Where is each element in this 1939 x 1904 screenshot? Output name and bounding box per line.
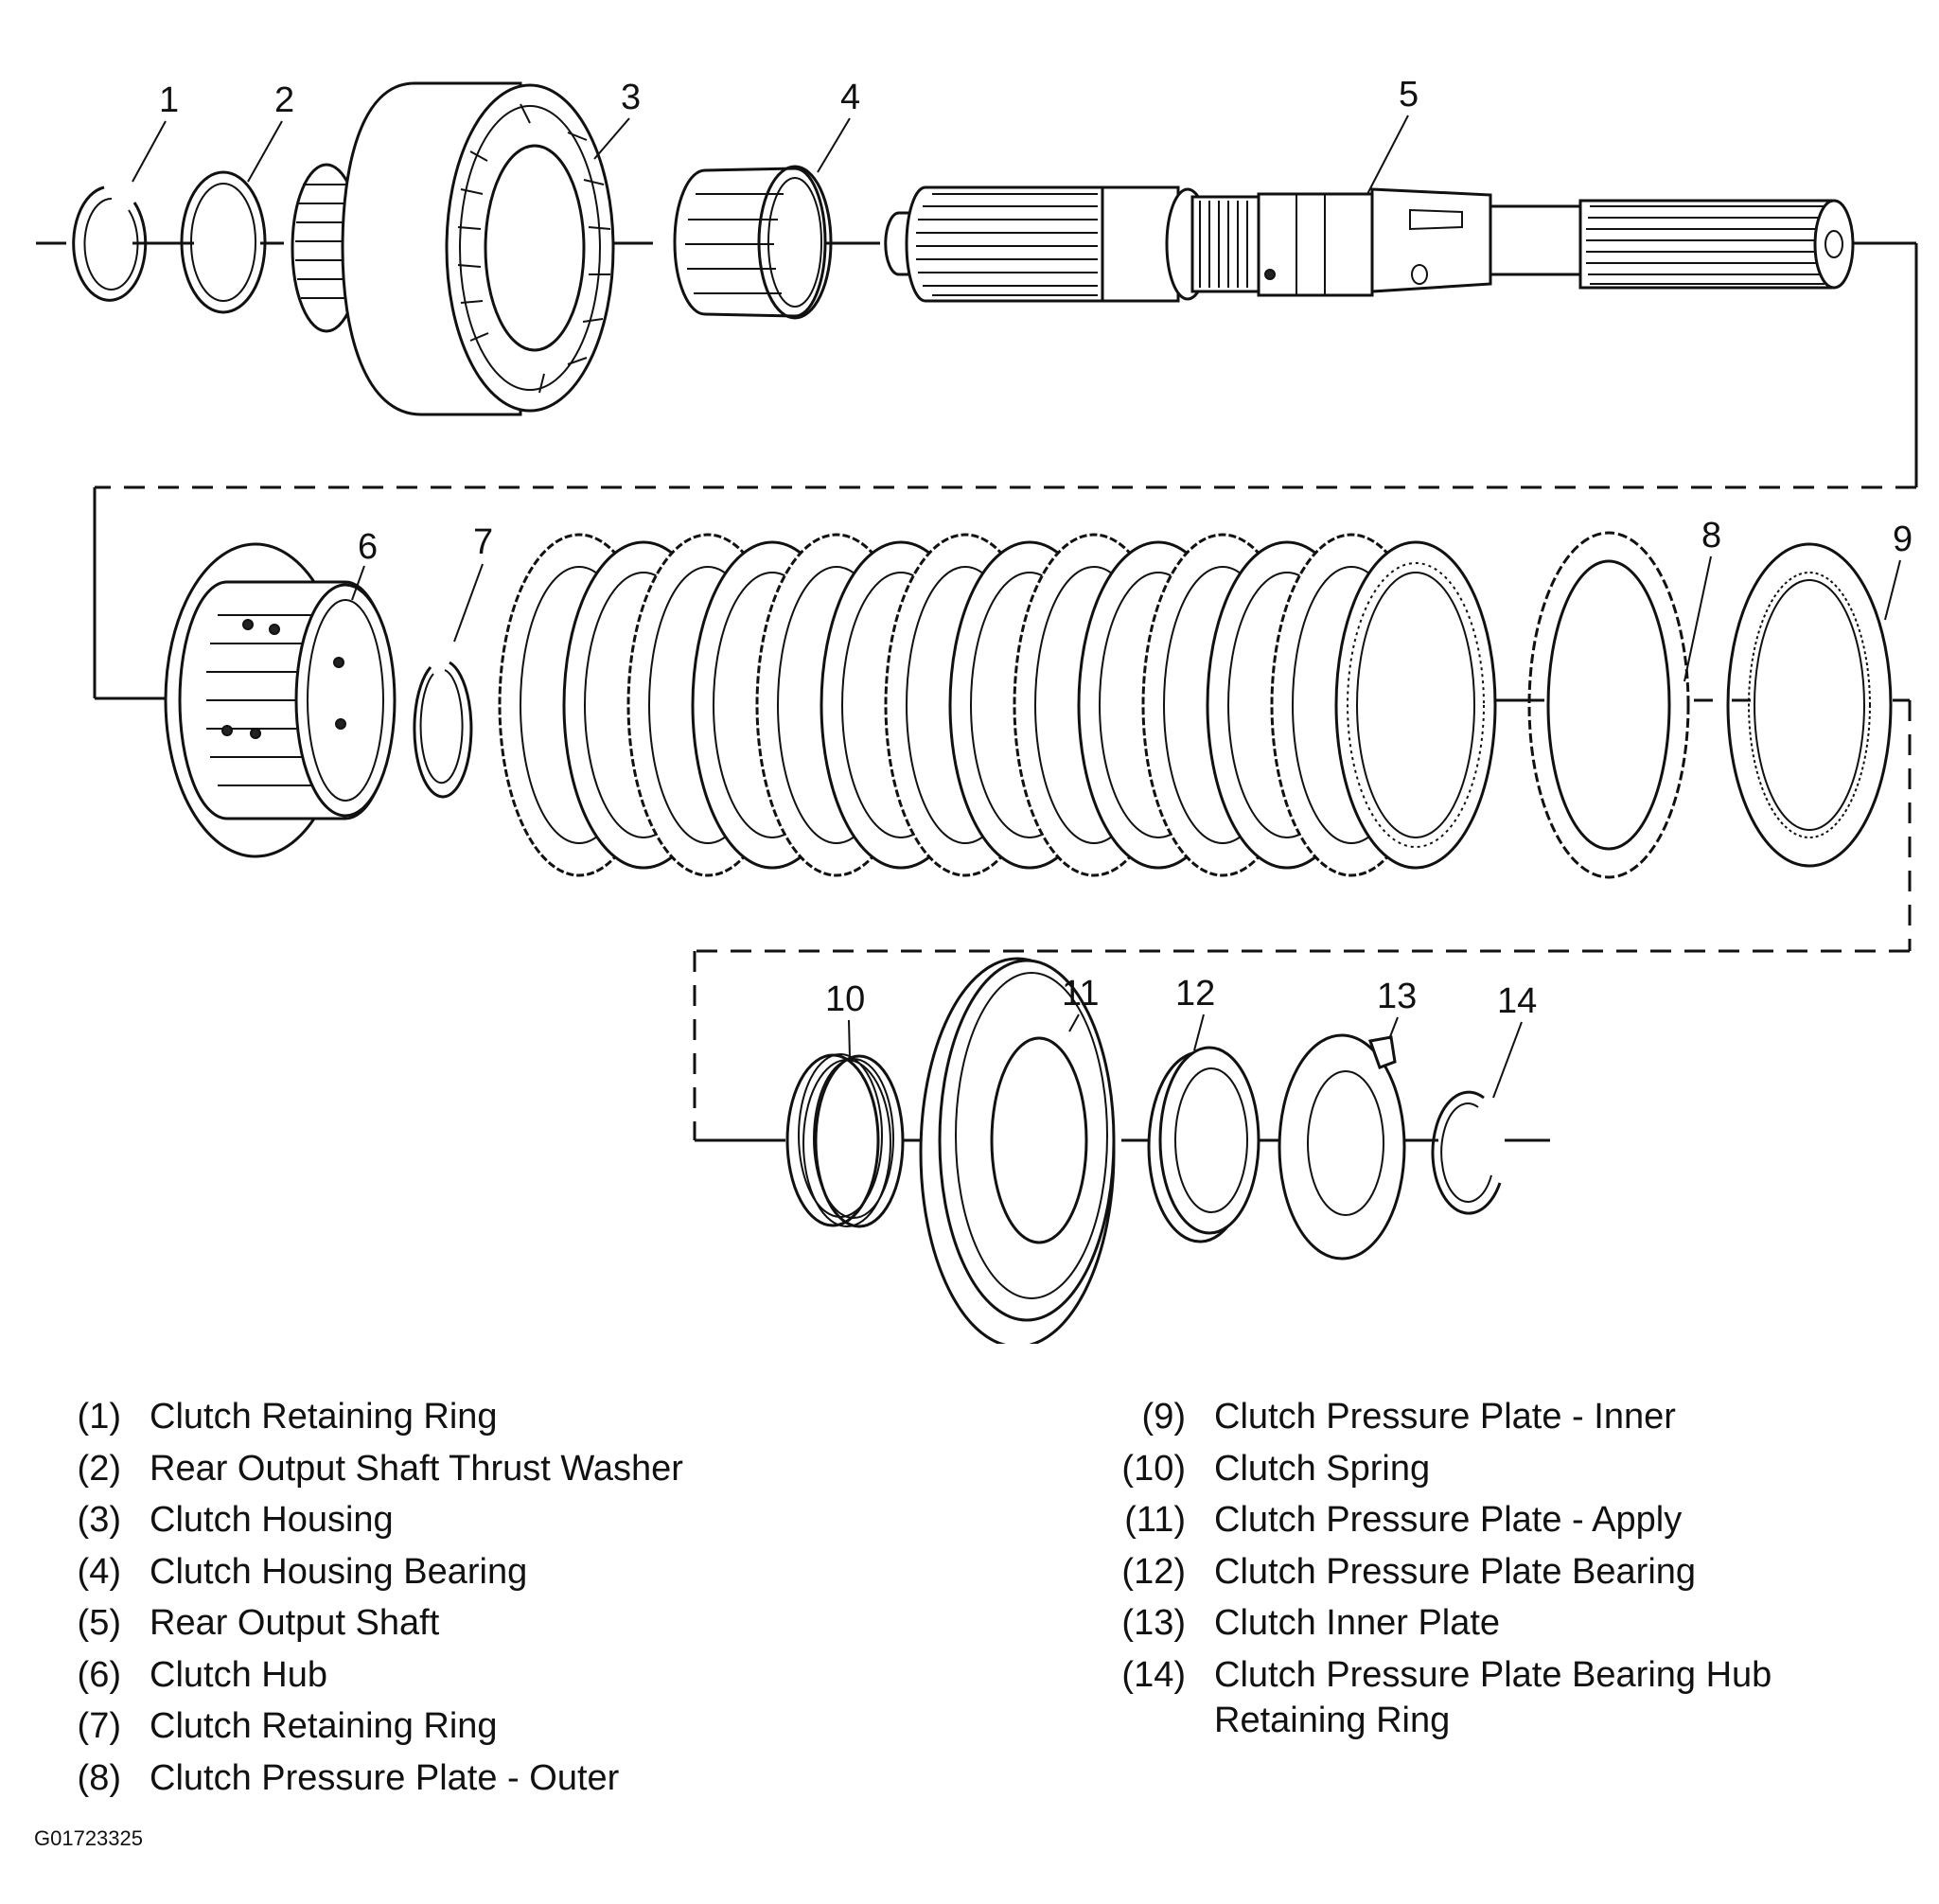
legend-number: (6) [77, 1654, 121, 1695]
part-10-clutch-spring [785, 1053, 905, 1228]
legend-item: (4) Clutch Housing Bearing [38, 1546, 1079, 1598]
legend-label: Clutch Retaining Ring [150, 1397, 498, 1437]
legend-label: Rear Output Shaft [150, 1603, 440, 1643]
callout-5: 5 [1399, 75, 1419, 115]
legend-number: (4) [77, 1551, 121, 1592]
legend-number: (3) [77, 1500, 121, 1540]
legend-label: Clutch Inner Plate [1214, 1603, 1501, 1643]
part-14-hub-retaining-ring [1431, 1090, 1502, 1215]
exploded-view-diagram: 1 2 3 4 5 6 7 8 9 10 11 12 13 14 [36, 75, 1918, 1344]
legend-label: Clutch Pressure Plate - Apply [1214, 1500, 1683, 1540]
legend-number: (11) [1124, 1500, 1186, 1540]
part-6-clutch-hub [164, 542, 397, 858]
legend-item: (3) Clutch Housing [38, 1494, 1079, 1546]
legend-left-column: (1) Clutch Retaining Ring (2) Rear Output … [38, 1391, 1079, 1804]
legend-item: (6) Clutch Hub [38, 1649, 1079, 1701]
legend-number: (5) [77, 1603, 121, 1643]
legend-number: (7) [77, 1706, 121, 1746]
part-4-clutch-housing-bearing [673, 165, 833, 320]
legend-number: (12) [1121, 1551, 1186, 1592]
legend-item: (9) Clutch Pressure Plate - Inner [1102, 1391, 1897, 1443]
callout-13: 13 [1377, 977, 1417, 1016]
part-3-clutch-housing [291, 81, 615, 416]
legend-item: (13) Clutch Inner Plate [1102, 1597, 1897, 1649]
legend-item: (2) Rear Output Shaft Thrust Washer [38, 1443, 1079, 1495]
legend-number: (13) [1121, 1603, 1186, 1643]
callout-2: 2 [274, 80, 294, 120]
legend-number: (8) [77, 1757, 121, 1798]
legend-item: (14) Clutch Pressure Plate Bearing Hub Re… [1102, 1649, 1897, 1743]
part-12-pressure-plate-bearing [1147, 1046, 1260, 1243]
legend-item: (5) Rear Output Shaft [38, 1597, 1079, 1649]
legend-number: (1) [77, 1397, 121, 1437]
part-2-thrust-washer [180, 170, 267, 314]
row1-centerline [36, 241, 1918, 700]
legend-number: (14) [1121, 1654, 1186, 1695]
legend-label: Clutch Spring [1214, 1448, 1431, 1489]
legend-item: (12) Clutch Pressure Plate Bearing [1102, 1546, 1897, 1598]
callout-1: 1 [159, 80, 179, 120]
legend-label: Clutch Housing Bearing [150, 1551, 528, 1592]
callout-9: 9 [1893, 520, 1913, 559]
callout-11: 11 [1062, 974, 1099, 1014]
legend-item: (11) Clutch Pressure Plate - Apply [1102, 1494, 1897, 1546]
part-8-pressure-plate-outer [1527, 531, 1690, 879]
legend-label: Clutch Hub [150, 1654, 327, 1695]
clutch-plate-stack [498, 533, 1497, 877]
legend-right-column: (9) Clutch Pressure Plate - Inner (10) Clu… [1102, 1391, 1897, 1743]
legend-label: Clutch Pressure Plate Bearing [1214, 1551, 1697, 1592]
legend-item: (8) Clutch Pressure Plate - Outer [38, 1753, 1079, 1805]
part-1-clutch-retaining-ring [72, 185, 148, 302]
legend-item: (10) Clutch Spring [1102, 1443, 1897, 1495]
callout-8: 8 [1701, 516, 1721, 555]
legend-label: Clutch Pressure Plate Bearing Hub Retain… [1214, 1654, 1772, 1740]
callout-6: 6 [358, 527, 378, 567]
part-9-pressure-plate-inner [1726, 542, 1893, 868]
callout-4: 4 [840, 78, 860, 117]
part-11-pressure-plate-apply [919, 957, 1116, 1344]
legend-number: (2) [77, 1448, 121, 1489]
legend-item: (7) Clutch Retaining Ring [38, 1701, 1079, 1753]
callout-12: 12 [1175, 974, 1215, 1014]
callout-10: 10 [825, 979, 865, 1019]
row2-to-row3-connector [693, 698, 1912, 1142]
part-13-clutch-inner-plate [1278, 1033, 1406, 1261]
callout-14: 14 [1497, 981, 1537, 1021]
legend-label: Clutch Pressure Plate - Outer [150, 1757, 620, 1798]
callout-numbers: 1 2 3 4 5 6 7 8 9 10 11 12 13 14 [159, 75, 1913, 1021]
legend-label: Clutch Housing [150, 1500, 394, 1540]
legend-number: (9) [1141, 1397, 1186, 1437]
part-7-clutch-retaining-ring [413, 661, 473, 799]
legend-label: Clutch Pressure Plate - Inner [1214, 1397, 1676, 1437]
callout-7: 7 [473, 522, 493, 562]
callout-3: 3 [621, 78, 641, 117]
part-5-rear-output-shaft [884, 185, 1855, 303]
stack-plate [1334, 540, 1497, 870]
legend-item: (1) Clutch Retaining Ring [38, 1391, 1079, 1443]
figure-code: G01723325 [34, 1826, 143, 1850]
legend-label: Rear Output Shaft Thrust Washer [150, 1448, 683, 1489]
legend-number: (10) [1121, 1448, 1186, 1489]
legend-label: Clutch Retaining Ring [150, 1706, 498, 1746]
leader-lines [132, 115, 1901, 1099]
